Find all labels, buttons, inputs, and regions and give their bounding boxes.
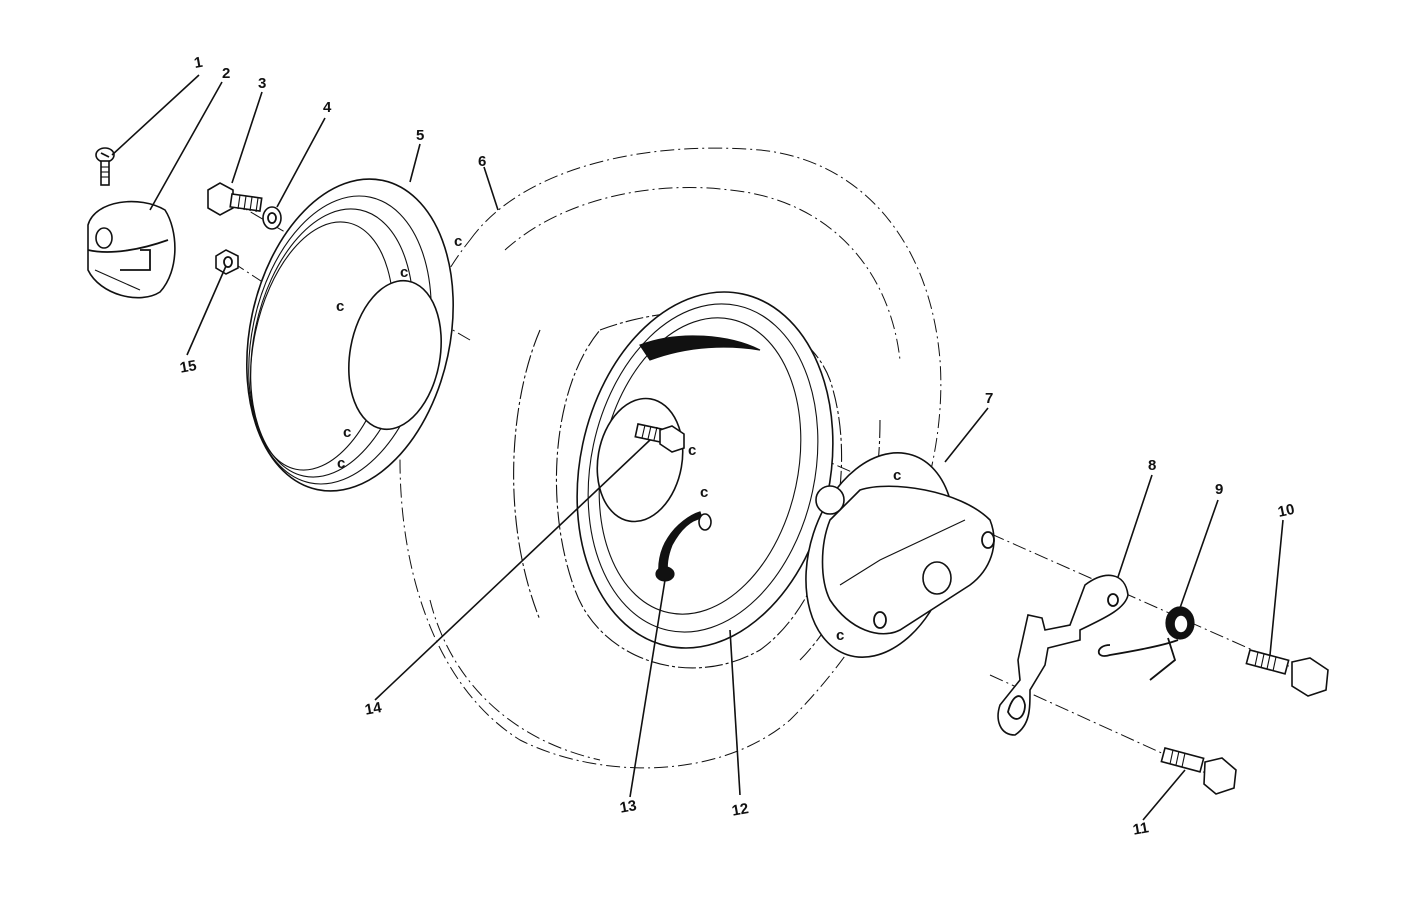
callout-14: 14 — [364, 699, 384, 719]
svg-text:c: c — [400, 264, 408, 281]
callout-9: 9 — [1215, 481, 1223, 498]
shoulder-bolt-icon-11 — [1160, 747, 1237, 795]
svg-text:c: c — [836, 627, 844, 644]
callout-labels: 1 2 3 4 5 6 7 8 9 10 11 12 13 14 15 — [179, 54, 1297, 839]
callout-15: 15 — [179, 357, 198, 377]
svg-text:c: c — [337, 455, 345, 472]
callout-11: 11 — [1132, 819, 1151, 838]
valve-stem-icon — [655, 511, 712, 582]
callout-5: 5 — [416, 127, 424, 144]
svg-text:c: c — [893, 467, 901, 484]
hub-flange-icon: c c — [805, 452, 995, 658]
svg-text:c: c — [343, 424, 351, 441]
lock-washer-icon — [262, 206, 282, 230]
small-screw-icon — [95, 147, 115, 186]
torsion-spring-icon — [1097, 606, 1195, 681]
callout-7: 7 — [985, 390, 993, 407]
hex-bolt-icon — [207, 182, 263, 216]
callout-6: 6 — [478, 153, 486, 170]
callout-2: 2 — [222, 65, 230, 82]
callout-1: 1 — [193, 54, 204, 72]
hex-nut-icon — [215, 249, 239, 275]
leader-lines — [111, 74, 1284, 821]
svg-text:c: c — [454, 233, 462, 250]
callout-12: 12 — [731, 800, 750, 820]
callout-13: 13 — [619, 797, 638, 817]
callout-8: 8 — [1148, 457, 1156, 474]
callout-3: 3 — [258, 75, 266, 92]
rear-rim: c c c c c — [246, 178, 462, 492]
svg-text:c: c — [700, 484, 708, 501]
svg-text:c: c — [688, 442, 696, 459]
callout-10: 10 — [1276, 501, 1296, 521]
svg-text:c: c — [336, 298, 344, 315]
callout-4: 4 — [323, 99, 332, 116]
shoulder-bolt-icon-10 — [1245, 649, 1329, 697]
split-collar-icon — [87, 200, 176, 299]
center-bolt-icon — [634, 423, 685, 453]
front-rim: c c — [576, 291, 834, 649]
latch-bracket-icon — [997, 574, 1129, 736]
